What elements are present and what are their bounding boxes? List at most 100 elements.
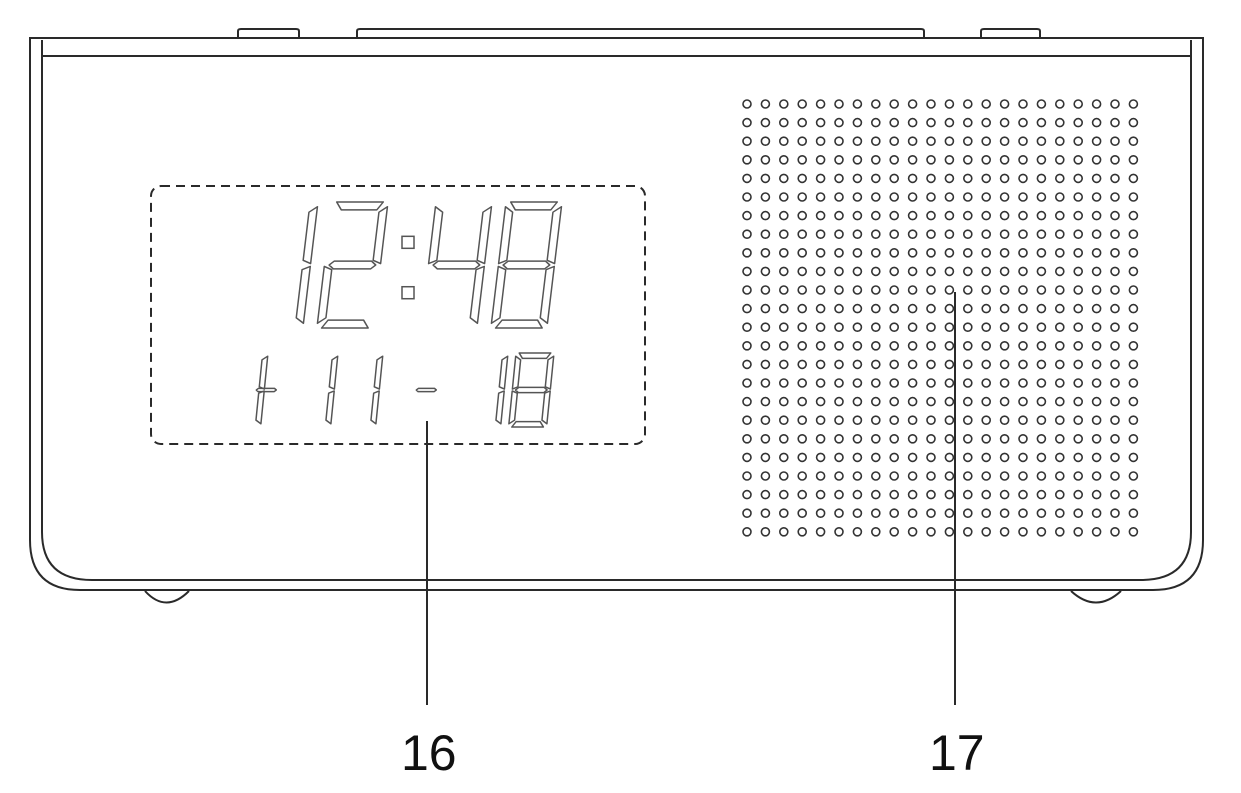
- grille-hole: [834, 192, 844, 202]
- grille-hole: [1073, 248, 1083, 258]
- grille-hole: [1128, 303, 1139, 314]
- grille-hole: [778, 489, 789, 500]
- segment-a: [518, 352, 552, 360]
- grille-hole: [981, 322, 992, 333]
- grille-hole: [760, 285, 771, 295]
- segment-g: [502, 260, 551, 270]
- grille-hole: [889, 359, 900, 370]
- grille-hole: [962, 433, 973, 444]
- grille-hole: [907, 210, 918, 221]
- grille-hole: [742, 136, 752, 146]
- grille-hole: [815, 192, 826, 202]
- grille-hole: [1036, 99, 1047, 109]
- grille-hole: [742, 248, 752, 258]
- grille-hole: [1110, 396, 1120, 407]
- grille-hole: [1055, 210, 1065, 221]
- grille-hole: [926, 210, 936, 221]
- grille-hole: [944, 471, 955, 481]
- segment-b: [328, 355, 339, 390]
- grille-hole: [944, 266, 955, 277]
- grille-hole: [944, 99, 955, 109]
- grille-hole: [1110, 378, 1120, 388]
- grille-hole: [1055, 489, 1065, 500]
- grille-hole: [962, 229, 973, 239]
- grille-hole: [742, 266, 752, 277]
- grille-hole: [1055, 266, 1065, 277]
- grille-hole: [981, 285, 992, 295]
- grille-hole: [815, 359, 826, 370]
- grille-hole: [999, 359, 1010, 370]
- grille-hole: [778, 471, 789, 481]
- grille-hole: [797, 99, 808, 109]
- grille-hole: [852, 378, 863, 388]
- grille-hole: [1055, 192, 1065, 202]
- segment-c: [295, 265, 312, 325]
- grille-hole: [834, 117, 844, 128]
- grille-hole: [981, 452, 992, 463]
- grille-hole: [1073, 452, 1083, 463]
- grille-hole: [981, 192, 992, 202]
- segment-b: [498, 355, 509, 390]
- grille-hole: [1036, 526, 1047, 537]
- grille-hole: [1110, 433, 1120, 444]
- grille-hole: [926, 192, 936, 202]
- grille-hole: [1073, 322, 1083, 333]
- grille-hole: [760, 378, 771, 388]
- grille-hole: [1110, 285, 1120, 295]
- grille-hole: [870, 471, 881, 481]
- grille-hole: [815, 99, 826, 109]
- grille-hole: [852, 452, 863, 463]
- grille-hole: [889, 285, 900, 295]
- grille-hole: [889, 489, 900, 500]
- grille-hole: [834, 322, 844, 333]
- grille-hole: [852, 359, 863, 370]
- grille-hole: [1018, 99, 1028, 109]
- grille-hole: [760, 99, 771, 109]
- grille-hole: [1073, 433, 1083, 444]
- segment-d: [494, 319, 543, 329]
- grille-hole: [797, 415, 808, 426]
- grille-hole: [907, 508, 918, 519]
- grille-hole: [797, 322, 808, 333]
- grille-hole: [797, 173, 808, 184]
- top-button-right: [980, 28, 1041, 38]
- grille-hole: [1091, 266, 1102, 277]
- grille-hole: [889, 452, 900, 463]
- grille-hole: [870, 359, 881, 370]
- grille-hole: [1091, 229, 1102, 239]
- grille-hole: [1018, 117, 1028, 128]
- grille-hole: [926, 248, 936, 258]
- grille-hole: [926, 266, 936, 277]
- grille-hole: [1110, 99, 1120, 109]
- time-digit: [427, 205, 493, 325]
- grille-hole: [797, 489, 808, 500]
- grille-hole: [870, 452, 881, 463]
- grille-hole: [1110, 322, 1120, 333]
- grille-hole: [870, 526, 881, 537]
- segment-b: [546, 205, 563, 265]
- grille-hole: [907, 452, 918, 463]
- grille-hole: [834, 248, 844, 258]
- grille-hole: [962, 526, 973, 537]
- grille-hole: [778, 117, 789, 128]
- leader-lines: [426, 292, 956, 705]
- grille-hole: [1018, 136, 1028, 146]
- grille-hole: [999, 155, 1010, 165]
- grille-hole: [797, 359, 808, 370]
- grille-hole: [1055, 415, 1065, 426]
- grille-hole: [1018, 303, 1028, 314]
- grille-hole: [1055, 303, 1065, 314]
- grille-hole: [1018, 452, 1028, 463]
- grille-hole: [760, 136, 771, 146]
- grille-hole: [1036, 285, 1047, 295]
- grille-hole: [889, 396, 900, 407]
- grille-hole: [797, 471, 808, 481]
- grille-hole: [1055, 396, 1065, 407]
- grille-hole: [1128, 340, 1139, 351]
- grille-hole: [962, 452, 973, 463]
- grille-hole: [1018, 340, 1028, 351]
- grille-hole: [907, 303, 918, 314]
- grille-hole: [778, 173, 789, 184]
- grille-hole: [1073, 489, 1083, 500]
- grille-hole: [870, 396, 881, 407]
